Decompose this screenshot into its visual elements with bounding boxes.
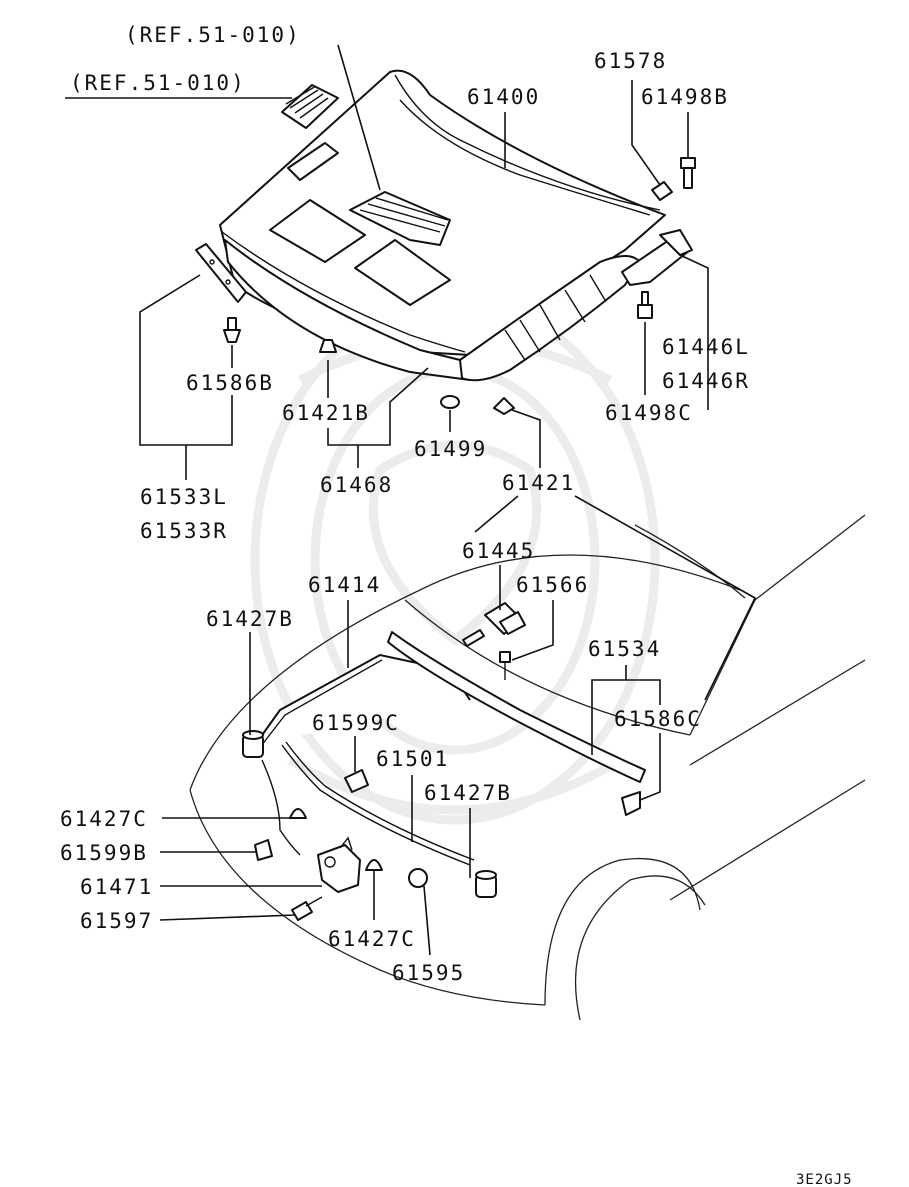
release-cable-61501 (261, 741, 475, 866)
label-ref-left: (REF.51-010) (70, 71, 246, 95)
label-61566: 61566 (516, 573, 589, 597)
bumper-61427B-mid (475, 870, 497, 898)
label-ref-top: (REF.51-010) (125, 23, 301, 47)
label-61421B: 61421B (282, 401, 370, 425)
label-61445: 61445 (462, 539, 535, 563)
clip-61599C (344, 769, 369, 793)
label-61597: 61597 (80, 909, 153, 933)
label-61471: 61471 (80, 875, 153, 899)
part-labels: (REF.51-010) (REF.51-010) 61400 61578 61… (60, 23, 853, 1187)
label-61446R: 61446R (662, 369, 750, 393)
label-61501: 61501 (376, 747, 449, 771)
label-61586B: 61586B (186, 371, 274, 395)
label-61446L: 61446L (662, 335, 750, 359)
clip-61586B (223, 317, 241, 343)
label-61533R: 61533R (140, 519, 228, 543)
label-61421: 61421 (502, 471, 575, 495)
label-61595: 61595 (392, 961, 465, 985)
hood-panel (219, 69, 666, 381)
label-61534: 61534 (588, 637, 661, 661)
leader-lines (65, 44, 757, 956)
clip-61421 (493, 397, 515, 415)
bolt-61498B (680, 157, 696, 189)
label-61414: 61414 (308, 573, 381, 597)
label-61427C-bottom: 61427C (328, 927, 416, 951)
label-61599C: 61599C (312, 711, 400, 735)
label-61498B: 61498B (641, 85, 729, 109)
vent-grille (281, 84, 339, 129)
label-61400: 61400 (467, 85, 540, 109)
nut-61578 (651, 181, 673, 201)
hood-weatherstrip-61533 (195, 243, 247, 303)
grommet-61595 (408, 868, 428, 888)
cushion-61427C-bottom (365, 859, 383, 871)
clip-61586C (621, 791, 641, 816)
grommet-61499 (440, 395, 460, 409)
label-61468: 61468 (320, 473, 393, 497)
label-61533L: 61533L (140, 485, 228, 509)
screw-61566 (462, 629, 511, 680)
hood-hinge-61446 (621, 229, 693, 286)
label-61427B-top: 61427B (206, 607, 294, 631)
bolt-61597 (291, 896, 323, 921)
label-61427C-left: 61427C (60, 807, 148, 831)
hood-latch-61471 (317, 836, 361, 893)
label-61586C: 61586C (614, 707, 702, 731)
label-61578: 61578 (594, 49, 667, 73)
label-61599B: 61599B (60, 841, 148, 865)
label-61427B-mid: 61427B (424, 781, 512, 805)
diagram-code: 3E2GJ5 (796, 1172, 853, 1187)
label-61498C: 61498C (605, 401, 693, 425)
bolt-61498C (637, 291, 653, 319)
bumper-61427B-top (242, 730, 264, 758)
hinge-61445 (484, 602, 526, 635)
bumper-61421B (319, 339, 337, 353)
label-61499: 61499 (414, 437, 487, 461)
weatherstrip-61534 (387, 631, 646, 783)
clip-61599B (254, 839, 273, 861)
car-body-outline (189, 514, 866, 1021)
cushion-61427C-left (289, 808, 307, 819)
